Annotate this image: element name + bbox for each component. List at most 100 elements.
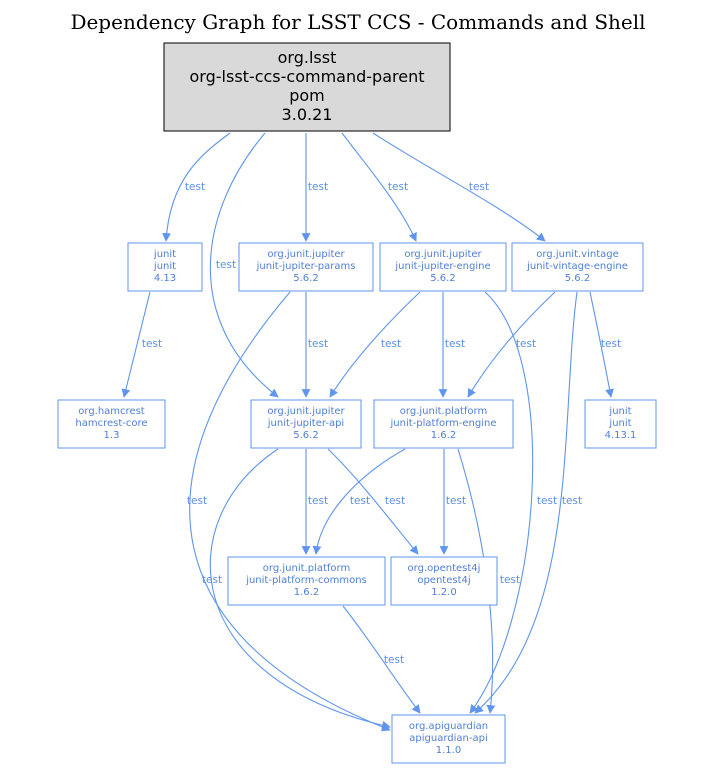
node-junit4131-line-1: junit [608, 418, 631, 429]
node-box-commons [227, 556, 386, 606]
edge-root-to-junit413 [162, 132, 231, 242]
node-box-engine [379, 242, 507, 292]
edge-label-root-to-api: test [216, 259, 236, 271]
edge-root-to-api [209, 132, 279, 398]
node-params-line-0: org.junit.jupiter [267, 249, 345, 260]
edge-engine-to-api [329, 291, 421, 398]
node-hamcrest-line-1: hamcrest-core [75, 418, 147, 429]
edge-label-api-to-commons: test [308, 495, 328, 507]
root-node-line-0: org.lsst [278, 48, 337, 67]
node-api-line-0: org.junit.jupiter [267, 406, 345, 417]
node-junit4131-line-0: junit [608, 406, 631, 417]
node-api-line-1: junit-jupiter-api [267, 418, 344, 429]
node-box-api [250, 399, 362, 449]
edge-root-to-engine [341, 132, 417, 242]
edge-label-engine-to-apiguardian: test [537, 495, 557, 507]
node-junit413-line-1: junit [153, 261, 176, 272]
root-node: org.lsstorg-lsst-ccs-command-parentpom3.… [163, 42, 451, 132]
edge-root-to-vintage [372, 132, 546, 242]
node-vintage-line-0: org.junit.vintage [536, 249, 619, 260]
node-commons: org.junit.platformjunit-platform-commons… [227, 556, 386, 606]
node-vintage-line-2: 5.6.2 [565, 273, 590, 284]
root-node-line-1: org-lsst-ccs-command-parent [190, 67, 425, 86]
node-box-junit413 [127, 242, 203, 292]
edge-label-vintage-to-apiguardian: test [562, 495, 582, 507]
node-pengine: org.junit.platformjunit-platform-engine1… [373, 399, 514, 449]
edge-api-to-apiguardian [209, 448, 391, 730]
node-hamcrest-line-0: org.hamcrest [78, 406, 145, 417]
node-apiguardian-line-2: 1.1.0 [436, 745, 461, 756]
node-apiguardian-line-1: apiguardian-api [409, 733, 487, 744]
node-pengine-line-0: org.junit.platform [400, 406, 487, 417]
edge-label-commons-to-apiguardian: test [384, 654, 404, 666]
edge-vintage-to-pengine [467, 291, 556, 398]
edge-label-root-to-junit413: test [185, 181, 205, 193]
node-params-line-2: 5.6.2 [293, 273, 318, 284]
edge-label-root-to-vintage: test [469, 181, 489, 193]
node-pengine-line-2: 1.6.2 [431, 430, 456, 441]
node-junit413-line-2: 4.13 [154, 273, 176, 284]
node-engine-line-1: junit-jupiter-engine [394, 261, 490, 272]
edge-junit413-to-hamcrest [121, 291, 151, 398]
node-api-line-2: 5.6.2 [293, 430, 318, 441]
edge-label-api-to-opentest: test [385, 495, 405, 507]
edge-engine-to-apiguardian [469, 291, 534, 714]
edge-label-params-to-api: test [308, 338, 328, 350]
edge-label-engine-to-pengine: test [445, 338, 465, 350]
edge-pengine-to-commons [312, 448, 406, 555]
node-vintage: org.junit.vintagejunit-vintage-engine5.6… [511, 242, 644, 292]
node-engine: org.junit.jupiterjunit-jupiter-engine5.6… [379, 242, 507, 292]
edge-commons-to-apiguardian [342, 605, 421, 714]
root-node-line-3: 3.0.21 [282, 105, 333, 124]
node-pengine-line-1: junit-platform-engine [390, 418, 497, 429]
edge-label-root-to-params: test [308, 181, 328, 193]
node-opentest-line-0: org.opentest4j [408, 563, 481, 574]
node-commons-line-0: org.junit.platform [263, 563, 350, 574]
edge-label-pengine-to-opentest: test [446, 495, 466, 507]
node-box-apiguardian [391, 714, 506, 764]
edge-label-engine-to-api: test [381, 338, 401, 350]
edge-vintage-to-junit4131 [589, 291, 614, 398]
node-params-line-1: junit-jupiter-params [256, 261, 356, 272]
edge-label-pengine-to-commons: test [350, 495, 370, 507]
node-box-params [238, 242, 374, 292]
node-opentest-line-1: opentest4j [417, 575, 470, 586]
edge-vintage-to-apiguardian [474, 291, 578, 714]
node-commons-line-2: 1.6.2 [294, 587, 319, 598]
edges-layer: test test test test test test test test test test… [121, 132, 621, 732]
node-apiguardian-line-0: org.apiguardian [409, 721, 488, 732]
node-opentest-line-2: 1.2.0 [431, 587, 456, 598]
node-junit4131-line-2: 4.13.1 [605, 430, 637, 441]
edge-label-junit413-to-hamcrest: test [142, 338, 162, 350]
node-box-opentest [390, 556, 498, 606]
edge-api-to-opentest [327, 448, 419, 555]
node-junit413-line-0: junit [153, 249, 176, 260]
edge-label-vintage-to-pengine: test [516, 338, 536, 350]
root-node-line-2: pom [289, 86, 325, 105]
edge-label-pengine-to-apiguardian: test [500, 574, 520, 586]
edge-label-params-to-apiguardian: test [187, 495, 207, 507]
node-params: org.junit.jupiterjunit-jupiter-params5.6… [238, 242, 374, 292]
nodes-layer: org.lsstorg-lsst-ccs-command-parentpom3.… [57, 42, 657, 764]
node-engine-line-2: 5.6.2 [430, 273, 455, 284]
graph-title: Dependency Graph for LSST CCS - Commands… [70, 10, 645, 34]
edge-label-root-to-engine: test [388, 181, 408, 193]
root-node-box [163, 42, 451, 132]
node-engine-line-0: org.junit.jupiter [404, 249, 482, 260]
node-box-junit4131 [584, 399, 657, 449]
edge-label-vintage-to-junit4131: test [601, 338, 621, 350]
node-box-pengine [373, 399, 514, 449]
edge-label-api-to-apiguardian: test [202, 574, 222, 586]
node-hamcrest-line-2: 1.3 [104, 430, 120, 441]
node-box-vintage [511, 242, 644, 292]
edge-params-to-apiguardian [189, 291, 391, 732]
node-commons-line-1: junit-platform-commons [245, 575, 367, 586]
node-vintage-line-1: junit-vintage-engine [526, 261, 628, 272]
